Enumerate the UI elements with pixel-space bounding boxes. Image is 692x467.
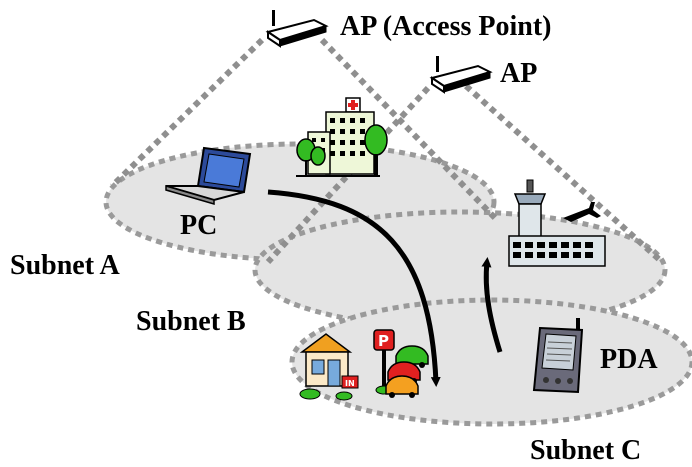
svg-text:P: P [378, 332, 389, 350]
movement-arrow-pda [481, 257, 503, 353]
access-point-icon [429, 56, 493, 94]
subnet-b-label: Subnet B [136, 306, 246, 337]
subnet-c-label: Subnet C [530, 435, 641, 466]
coverage-lines [109, 37, 665, 265]
shop-icon: IN [299, 333, 359, 401]
pc-label: PC [180, 210, 217, 241]
access-point-icon [265, 10, 329, 48]
laptop-icon [165, 146, 252, 205]
hospital-icon [296, 97, 388, 177]
car-icon [385, 345, 429, 398]
subnet-a-label: Subnet A [10, 250, 120, 281]
pda-icon [532, 318, 584, 394]
svg-text:IN: IN [345, 379, 355, 388]
ap-main-label: AP (Access Point) [340, 11, 552, 42]
movement-arrow-pc [267, 189, 441, 387]
airport-icon [508, 179, 606, 267]
ap-second-label: AP [500, 58, 537, 89]
pda-label: PDA [600, 344, 658, 375]
